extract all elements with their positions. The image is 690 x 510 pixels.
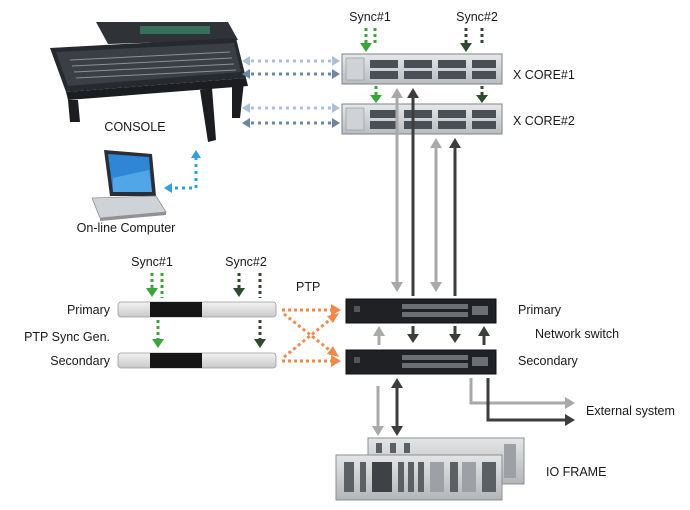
switch-ioframe-arrowheads — [372, 378, 403, 436]
external-system-links — [469, 378, 566, 422]
ptp-generator-secondary — [117, 352, 277, 369]
xcore-switch-links — [395, 96, 457, 296]
ptp-label: PTP — [296, 280, 320, 294]
console-device — [50, 22, 248, 142]
external-system-arrowheads — [565, 397, 575, 426]
ptp-sync-arrows — [150, 273, 262, 340]
inter-switch-arrowheads — [373, 326, 490, 343]
inter-switch-links — [377, 326, 486, 345]
network-switch-label: Network switch — [535, 327, 619, 341]
ptp-secondary-label: Secondary — [50, 354, 111, 368]
console-xcore-arrowheads — [242, 56, 340, 128]
xcore2-label: X CORE#2 — [513, 114, 575, 128]
console-xcore-links — [244, 59, 336, 125]
network-switch-secondary — [345, 349, 497, 375]
top-sync-arrowheads — [360, 43, 488, 103]
sync2-top-label: Sync#2 — [456, 10, 498, 24]
ptp-sync-arrowheads — [146, 288, 266, 348]
xcore1-label: X CORE#1 — [513, 68, 575, 82]
io-frame-device — [335, 437, 525, 501]
top-sync-arrows — [364, 28, 484, 97]
switch-secondary-label: Secondary — [518, 354, 579, 368]
xcore2-device — [341, 103, 503, 135]
switch-primary-label: Primary — [518, 303, 562, 317]
sync1-ptp-label: Sync#1 — [131, 255, 173, 269]
network-switch-primary — [345, 298, 497, 324]
ptp-generator-primary — [117, 301, 277, 318]
ptp-primary-label: Primary — [67, 303, 111, 317]
xcore-switch-arrowheads — [391, 88, 461, 292]
external-system-label: External system — [586, 404, 675, 418]
sync2-ptp-label: Sync#2 — [225, 255, 267, 269]
online-computer-label: On-line Computer — [77, 221, 176, 235]
online-computer-device — [91, 150, 167, 221]
io-frame-label: IO FRAME — [546, 465, 606, 479]
console-label: CONSOLE — [104, 120, 165, 134]
sync1-top-label: Sync#1 — [349, 10, 391, 24]
ptp-links — [282, 308, 333, 363]
xcore1-device — [341, 53, 503, 85]
ptp-arrowheads — [327, 304, 341, 367]
ptp-sync-gen-label: PTP Sync Gen. — [24, 330, 110, 344]
laptop-console-link — [164, 150, 201, 193]
switch-ioframe-links — [376, 386, 399, 428]
